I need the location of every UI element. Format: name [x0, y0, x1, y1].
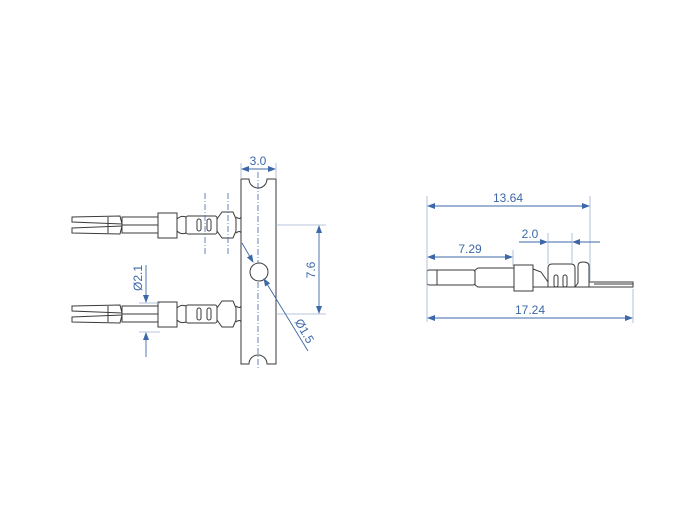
dim-wire-diameter: Ø2.1	[131, 265, 145, 291]
pin-collar	[513, 264, 534, 292]
dim-crimp-length: 2.0	[522, 227, 539, 241]
pilot-hole	[249, 262, 269, 282]
dim-strip-width: 3.0	[250, 154, 267, 168]
terminal-side-view: 13.64 7.29 2.0 17.24	[426, 191, 634, 323]
pin-tip	[426, 269, 476, 286]
dim-overall-length: 17.24	[515, 303, 545, 317]
carrier-strip-view: 3.0 7.6 Ø2.1 Ø1.5	[71, 154, 326, 370]
dim-pin-length: 7.29	[458, 242, 482, 256]
terminal-upper	[71, 211, 242, 239]
dim-pitch: 7.6	[304, 261, 318, 278]
dim-overall-to-crimp: 13.64	[493, 191, 523, 205]
terminal-lower	[71, 300, 242, 328]
dim-line-hole-diameter	[241, 242, 254, 263]
